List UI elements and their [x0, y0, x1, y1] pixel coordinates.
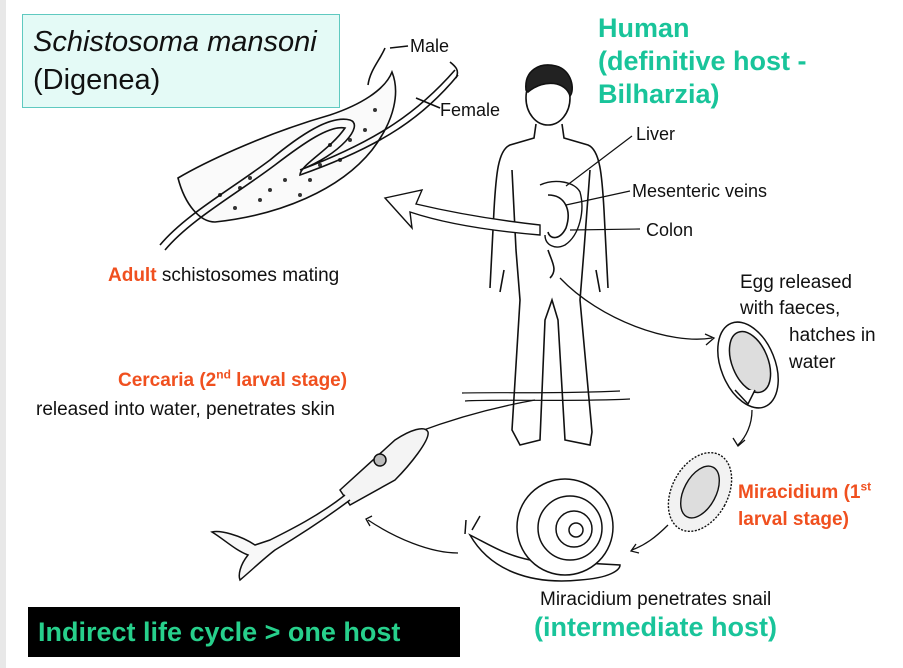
human-host-line3: Bilharzia) [598, 79, 720, 109]
label-female: Female [440, 100, 501, 120]
footer-banner: Indirect life cycle > one host [28, 607, 460, 657]
cercaria-sup: nd [216, 367, 231, 382]
miracidium-heading: Miracidium (1st [738, 479, 872, 504]
egg-line1: Egg released [740, 272, 852, 293]
cercaria-description: released into water, penetrates skin [36, 399, 335, 420]
intermediate-host: (intermediate host) [534, 612, 778, 642]
adult-rest: schistosomes mating [161, 265, 340, 286]
human-host-heading: Human (definitive host - Bilharzia) [598, 12, 807, 111]
egg-line3: hatches in [789, 325, 876, 346]
cercaria-heading: Cercaria (2nd larval stage) [118, 367, 348, 392]
cercaria-heading-pre: Cercaria (2 [118, 370, 217, 391]
snail-drawing [464, 478, 621, 582]
arrow-to-adults [383, 189, 541, 236]
label-mesenteric-veins: Mesenteric veins [632, 181, 768, 201]
human-host-line1: Human [598, 13, 690, 43]
miracidium-line2: larval stage) [738, 509, 849, 530]
adult-worms-drawing [159, 45, 459, 251]
cercaria-heading-post: larval stage) [230, 370, 348, 391]
label-colon: Colon [646, 220, 694, 240]
label-liver: Liver [636, 124, 676, 144]
title-species: Schistosoma mansoni [33, 26, 317, 58]
miracidium-sup: st [860, 479, 872, 494]
title-box: Schistosoma mansoni (Digenea) [22, 14, 340, 108]
title-order: (Digenea) [33, 64, 161, 96]
adult-highlight: Adult [108, 265, 157, 286]
egg-line4: water [789, 352, 836, 373]
cercaria-drawing [210, 428, 429, 582]
human-host-line2: (definitive host - [598, 46, 807, 76]
footer-text: Indirect life cycle > one host [38, 617, 401, 647]
human-figure-drawing [461, 64, 631, 446]
label-male: Male [410, 36, 450, 56]
miracidium-pre: Miracidium (1 [738, 482, 861, 503]
miracidium-drawing [667, 451, 733, 533]
snail-caption: Miracidium penetrates snail [540, 589, 772, 610]
egg-line2: with faeces, [740, 298, 841, 319]
egg-drawing [717, 321, 779, 409]
adult-caption: Adult schistosomes mating [108, 265, 339, 287]
